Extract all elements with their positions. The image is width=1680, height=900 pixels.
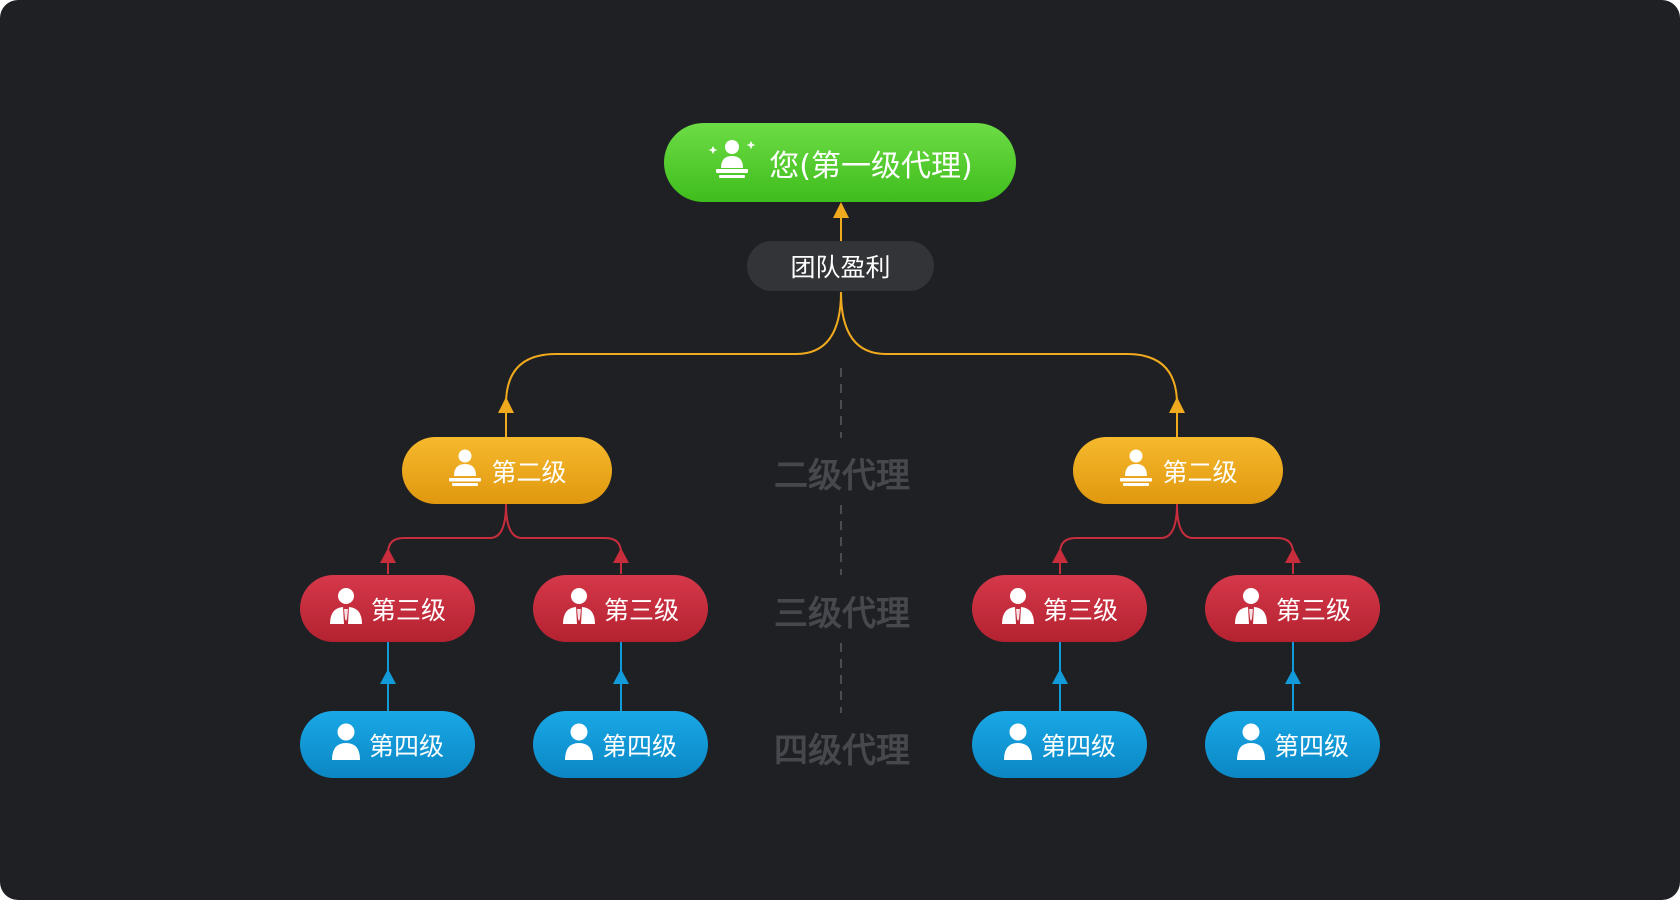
level4-agent-label: 四级代理: [774, 731, 910, 771]
agent-suit-icon: [1001, 587, 1035, 631]
level4-node-label: 第四级: [368, 731, 444, 761]
level3-node-label: 第三级: [1275, 595, 1351, 625]
arrow-head: [1285, 548, 1301, 563]
level2-agent-label: 二级代理: [774, 456, 910, 496]
level3-node: 第三级: [533, 575, 708, 642]
level3-node: 第三级: [300, 575, 475, 642]
arrow-head: [613, 669, 629, 684]
level3-node: 第三级: [972, 575, 1147, 642]
arrow-head: [1285, 669, 1301, 684]
level3-agent-label: 三级代理: [774, 594, 910, 634]
level4-node: 第四级: [972, 711, 1147, 778]
root-agent-node: 您(第一级代理): [664, 123, 1016, 202]
level2-node-label: 第二级: [491, 457, 567, 487]
level3-node-label: 第三级: [603, 595, 679, 625]
arrow-head: [1052, 548, 1068, 563]
level4-node: 第四级: [533, 711, 708, 778]
agent-desk-icon: [447, 449, 483, 493]
arrow-head: [613, 548, 629, 563]
team-profit-label: 团队盈利: [747, 241, 934, 291]
agent-desk-icon: [1118, 449, 1154, 493]
level4-node: 第四级: [300, 711, 475, 778]
connector-left-l2-to-profit: [505, 291, 842, 437]
level2-node: 第二级: [402, 437, 612, 504]
level3-node-label: 第三级: [370, 595, 446, 625]
level2-node-label: 第二级: [1162, 457, 1238, 487]
level3-node: 第三级: [1205, 575, 1380, 642]
level4-node-label: 第四级: [1273, 731, 1349, 761]
agent-suit-icon: [1234, 587, 1268, 631]
connector-l3-to-l2: [387, 503, 507, 574]
level4-node: 第四级: [1205, 711, 1380, 778]
level4-node-label: 第四级: [601, 731, 677, 761]
agent-suit-icon: [329, 587, 363, 631]
connector-right-l2-to-profit: [840, 291, 1178, 437]
level2-node: 第二级: [1073, 437, 1283, 504]
arrow-head: [380, 669, 396, 684]
person-icon: [331, 723, 361, 767]
connector-l3-to-l2: [1176, 503, 1294, 574]
arrow-head: [1169, 397, 1185, 413]
root-agent-label: 您(第一级代理): [769, 148, 973, 184]
arrow-head: [1052, 669, 1068, 684]
agent-suit-icon: [562, 587, 596, 631]
person-icon: [1003, 723, 1033, 767]
person-icon: [564, 723, 594, 767]
agent-star-icon: [707, 138, 757, 188]
arrow-head: [833, 202, 849, 218]
person-icon: [1236, 723, 1266, 767]
connector-l3-to-l2: [1059, 503, 1178, 574]
level4-node-label: 第四级: [1040, 731, 1116, 761]
arrow-head: [498, 397, 514, 413]
arrow-head: [380, 548, 396, 563]
connector-l3-to-l2: [505, 503, 622, 574]
level3-node-label: 第三级: [1042, 595, 1118, 625]
